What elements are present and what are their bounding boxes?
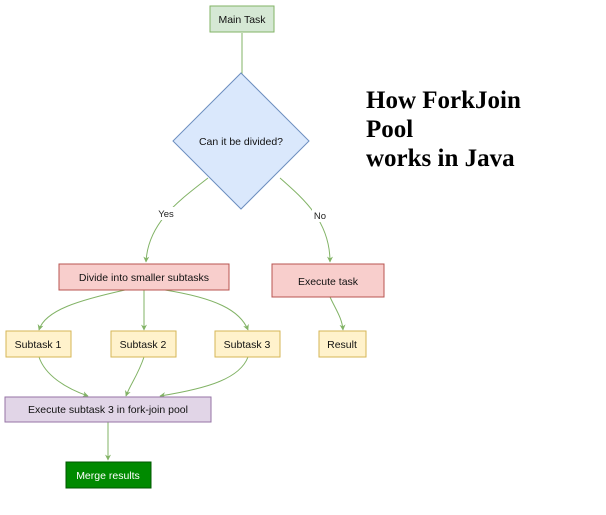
node-subtask-2: Subtask 2 bbox=[110, 330, 177, 358]
node-subtask-2-label: Subtask 2 bbox=[120, 339, 167, 351]
edge-label-no: No bbox=[314, 211, 326, 222]
edge-divide-to-subtask-3 bbox=[164, 289, 249, 331]
edge-label-yes: Yes bbox=[158, 209, 174, 220]
edge-divide-to-subtask-1 bbox=[37, 289, 126, 331]
node-main-task: Main Task bbox=[209, 5, 275, 33]
node-execute-task: Execute task bbox=[271, 263, 385, 298]
node-subtask-3-label: Subtask 3 bbox=[224, 339, 271, 351]
node-merge: Merge results bbox=[65, 461, 152, 489]
node-decision: Can it be divided? bbox=[172, 72, 310, 210]
node-execute-pool: Execute subtask 3 in fork-join pool bbox=[4, 396, 212, 423]
edges bbox=[37, 33, 346, 461]
node-result-label: Result bbox=[327, 339, 357, 351]
node-subtask-1: Subtask 1 bbox=[5, 330, 72, 358]
edge-subtask-2-to-pool bbox=[125, 356, 145, 397]
node-divide: Divide into smaller subtasks bbox=[58, 263, 230, 291]
node-result: Result bbox=[318, 330, 367, 358]
node-subtask-1-label: Subtask 1 bbox=[15, 339, 62, 351]
node-decision-label: Can it be divided? bbox=[199, 136, 283, 148]
title-line-2: Pool bbox=[366, 116, 414, 143]
page-title: How ForkJoin Pool works in Java bbox=[366, 86, 521, 173]
edge-subtask-1-to-pool bbox=[38, 356, 89, 398]
edge-execute-to-result bbox=[329, 296, 346, 331]
edge-subtask-3-to-pool bbox=[159, 356, 249, 399]
title-line-3: works in Java bbox=[366, 145, 515, 172]
node-execute-pool-label: Execute subtask 3 in fork-join pool bbox=[28, 404, 188, 416]
title-line-1: How ForkJoin bbox=[366, 87, 521, 114]
node-main-task-label: Main Task bbox=[218, 14, 266, 26]
node-divide-label: Divide into smaller subtasks bbox=[79, 272, 209, 284]
node-execute-task-label: Execute task bbox=[298, 276, 359, 288]
node-merge-label: Merge results bbox=[76, 470, 140, 482]
edge-decision-yes bbox=[143, 177, 209, 263]
node-subtask-3: Subtask 3 bbox=[214, 330, 281, 358]
